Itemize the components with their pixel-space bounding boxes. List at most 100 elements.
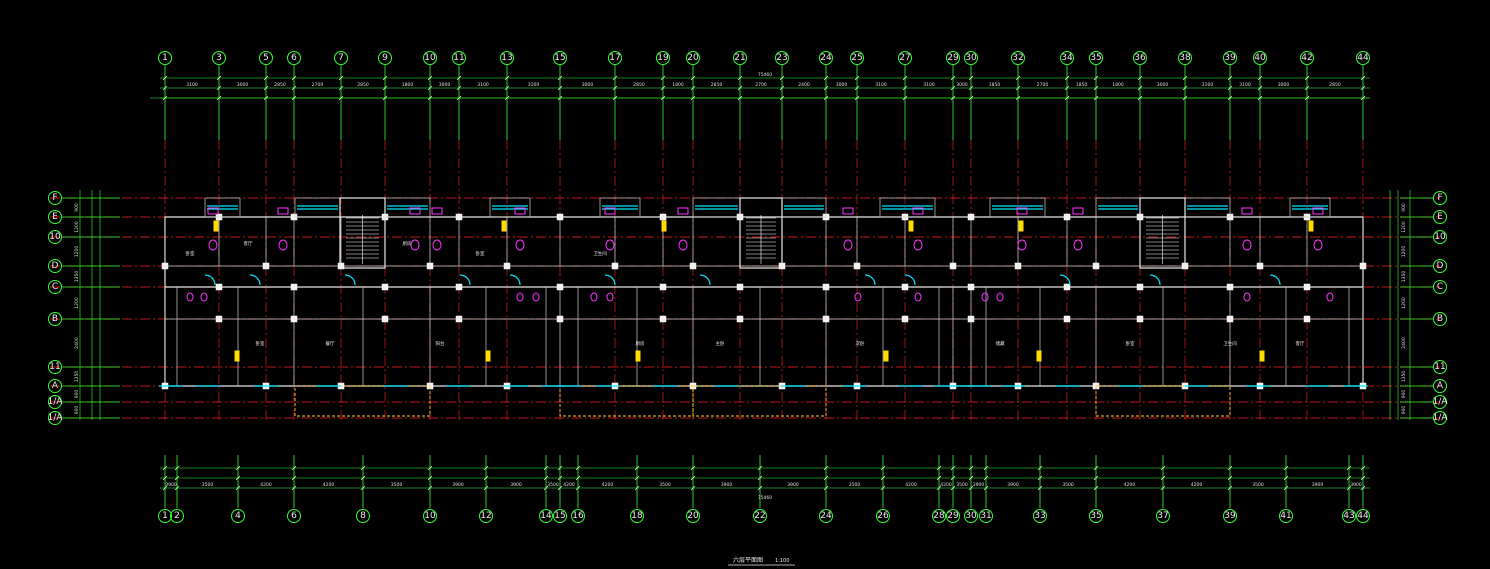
dim-tick: [174, 475, 180, 481]
axis-label: 2: [174, 511, 180, 521]
axis-bubble-top: 25: [850, 51, 864, 65]
axis-circle: [630, 509, 644, 523]
axis-bubble-top: 38: [1178, 51, 1192, 65]
axis-circle: [1011, 51, 1025, 65]
dim-value-right: 900: [1401, 390, 1407, 399]
axis-circle: [1433, 210, 1447, 224]
axis-bubble-bottom: 30: [964, 509, 978, 523]
dim-tick: [823, 475, 829, 481]
dim-tick: [483, 465, 489, 471]
dim-tick: [968, 95, 974, 101]
dim-tick: [950, 485, 956, 491]
dim-tick: [823, 465, 829, 471]
axis-bubble-top: 15: [553, 51, 567, 65]
axis-circle: [571, 509, 585, 523]
dim-value-bottom: 3900: [510, 482, 522, 488]
dim-value-right: 900: [1401, 406, 1407, 415]
dim-tick: [1137, 75, 1143, 81]
dim-tick: [235, 465, 241, 471]
axis-circle: [1156, 509, 1170, 523]
bay-projection: [294, 197, 341, 218]
axis-label: B: [1437, 314, 1443, 324]
door-marker: [213, 220, 219, 232]
axis-label: 43: [1343, 511, 1354, 521]
axis-bubble-bottom: 14: [539, 509, 553, 523]
column: [290, 315, 298, 323]
dim-tick: [737, 75, 743, 81]
dim-value-left: 2400: [74, 337, 80, 349]
dim-tick: [936, 465, 942, 471]
axis-circle: [608, 51, 622, 65]
axis-circle: [378, 51, 392, 65]
column: [901, 315, 909, 323]
door-marker: [883, 350, 889, 362]
dim-tick: [823, 75, 829, 81]
toilet-fixture: [1313, 239, 1323, 251]
toilet-fixture: [1326, 292, 1334, 302]
axis-label: 39: [1224, 53, 1236, 63]
column: [949, 262, 957, 270]
axis-label: 20: [687, 511, 699, 521]
bay-projection: [879, 197, 936, 218]
axis-circle: [423, 509, 437, 523]
dim-tick: [1227, 475, 1233, 481]
dim-tick: [216, 85, 222, 91]
axis-circle: [48, 230, 62, 244]
bay-projection: [1289, 197, 1331, 218]
dim-tick: [360, 475, 366, 481]
dim-tick: [235, 485, 241, 491]
axis-label: 33: [1034, 511, 1045, 521]
column: [381, 283, 389, 291]
dim-tick: [950, 75, 956, 81]
axis-label: 38: [1179, 53, 1191, 63]
dim-tick: [162, 75, 168, 81]
axis-bubble-right: A: [1433, 379, 1447, 393]
dim-tick: [427, 85, 433, 91]
room-label: 卧室: [256, 340, 265, 347]
column: [689, 262, 697, 270]
dim-tick: [216, 75, 222, 81]
axis-circle: [1433, 280, 1447, 294]
toilet-fixture: [1242, 239, 1252, 251]
door-marker: [661, 220, 667, 232]
dim-value-bottom: 4200: [323, 482, 335, 488]
axis-bubble-right: B: [1433, 312, 1447, 326]
axis-circle: [1133, 51, 1147, 65]
column: [455, 283, 463, 291]
dim-value-top: 3100: [186, 82, 198, 88]
axis-label: 44: [1357, 53, 1369, 63]
axis-bubble-top: 24: [819, 51, 833, 65]
axis-circle: [48, 280, 62, 294]
axis-bubble-left: A: [48, 379, 62, 393]
column: [736, 315, 744, 323]
dim-tick: [1037, 485, 1043, 491]
dim-tick: [936, 475, 942, 481]
axis-bubble-bottom: 37: [1156, 509, 1170, 523]
axis-label: C: [1437, 282, 1443, 292]
axis-label: 6: [291, 53, 297, 63]
dim-value-top: 3000: [439, 82, 451, 88]
axis-label: 24: [820, 511, 832, 521]
sink-fixture: [1241, 207, 1253, 215]
dim-tick: [338, 75, 344, 81]
dim-tick: [1037, 475, 1043, 481]
dim-value-left: 1200: [74, 221, 80, 233]
door-marker: [1308, 220, 1314, 232]
axis-circle: [1433, 312, 1447, 326]
sink-fixture: [431, 207, 443, 215]
axis-circle: [1433, 191, 1447, 205]
dim-tick: [1093, 465, 1099, 471]
dim-tick: [757, 485, 763, 491]
column: [659, 283, 667, 291]
dim-tick: [291, 475, 297, 481]
axis-circle: [158, 509, 172, 523]
dim-tick: [1227, 85, 1233, 91]
dim-tick: [1283, 465, 1289, 471]
dim-tick: [1360, 485, 1366, 491]
dim-tick: [360, 465, 366, 471]
dim-value-left: 1200: [74, 246, 80, 258]
dim-tick: [1227, 465, 1233, 471]
axis-circle: [212, 51, 226, 65]
